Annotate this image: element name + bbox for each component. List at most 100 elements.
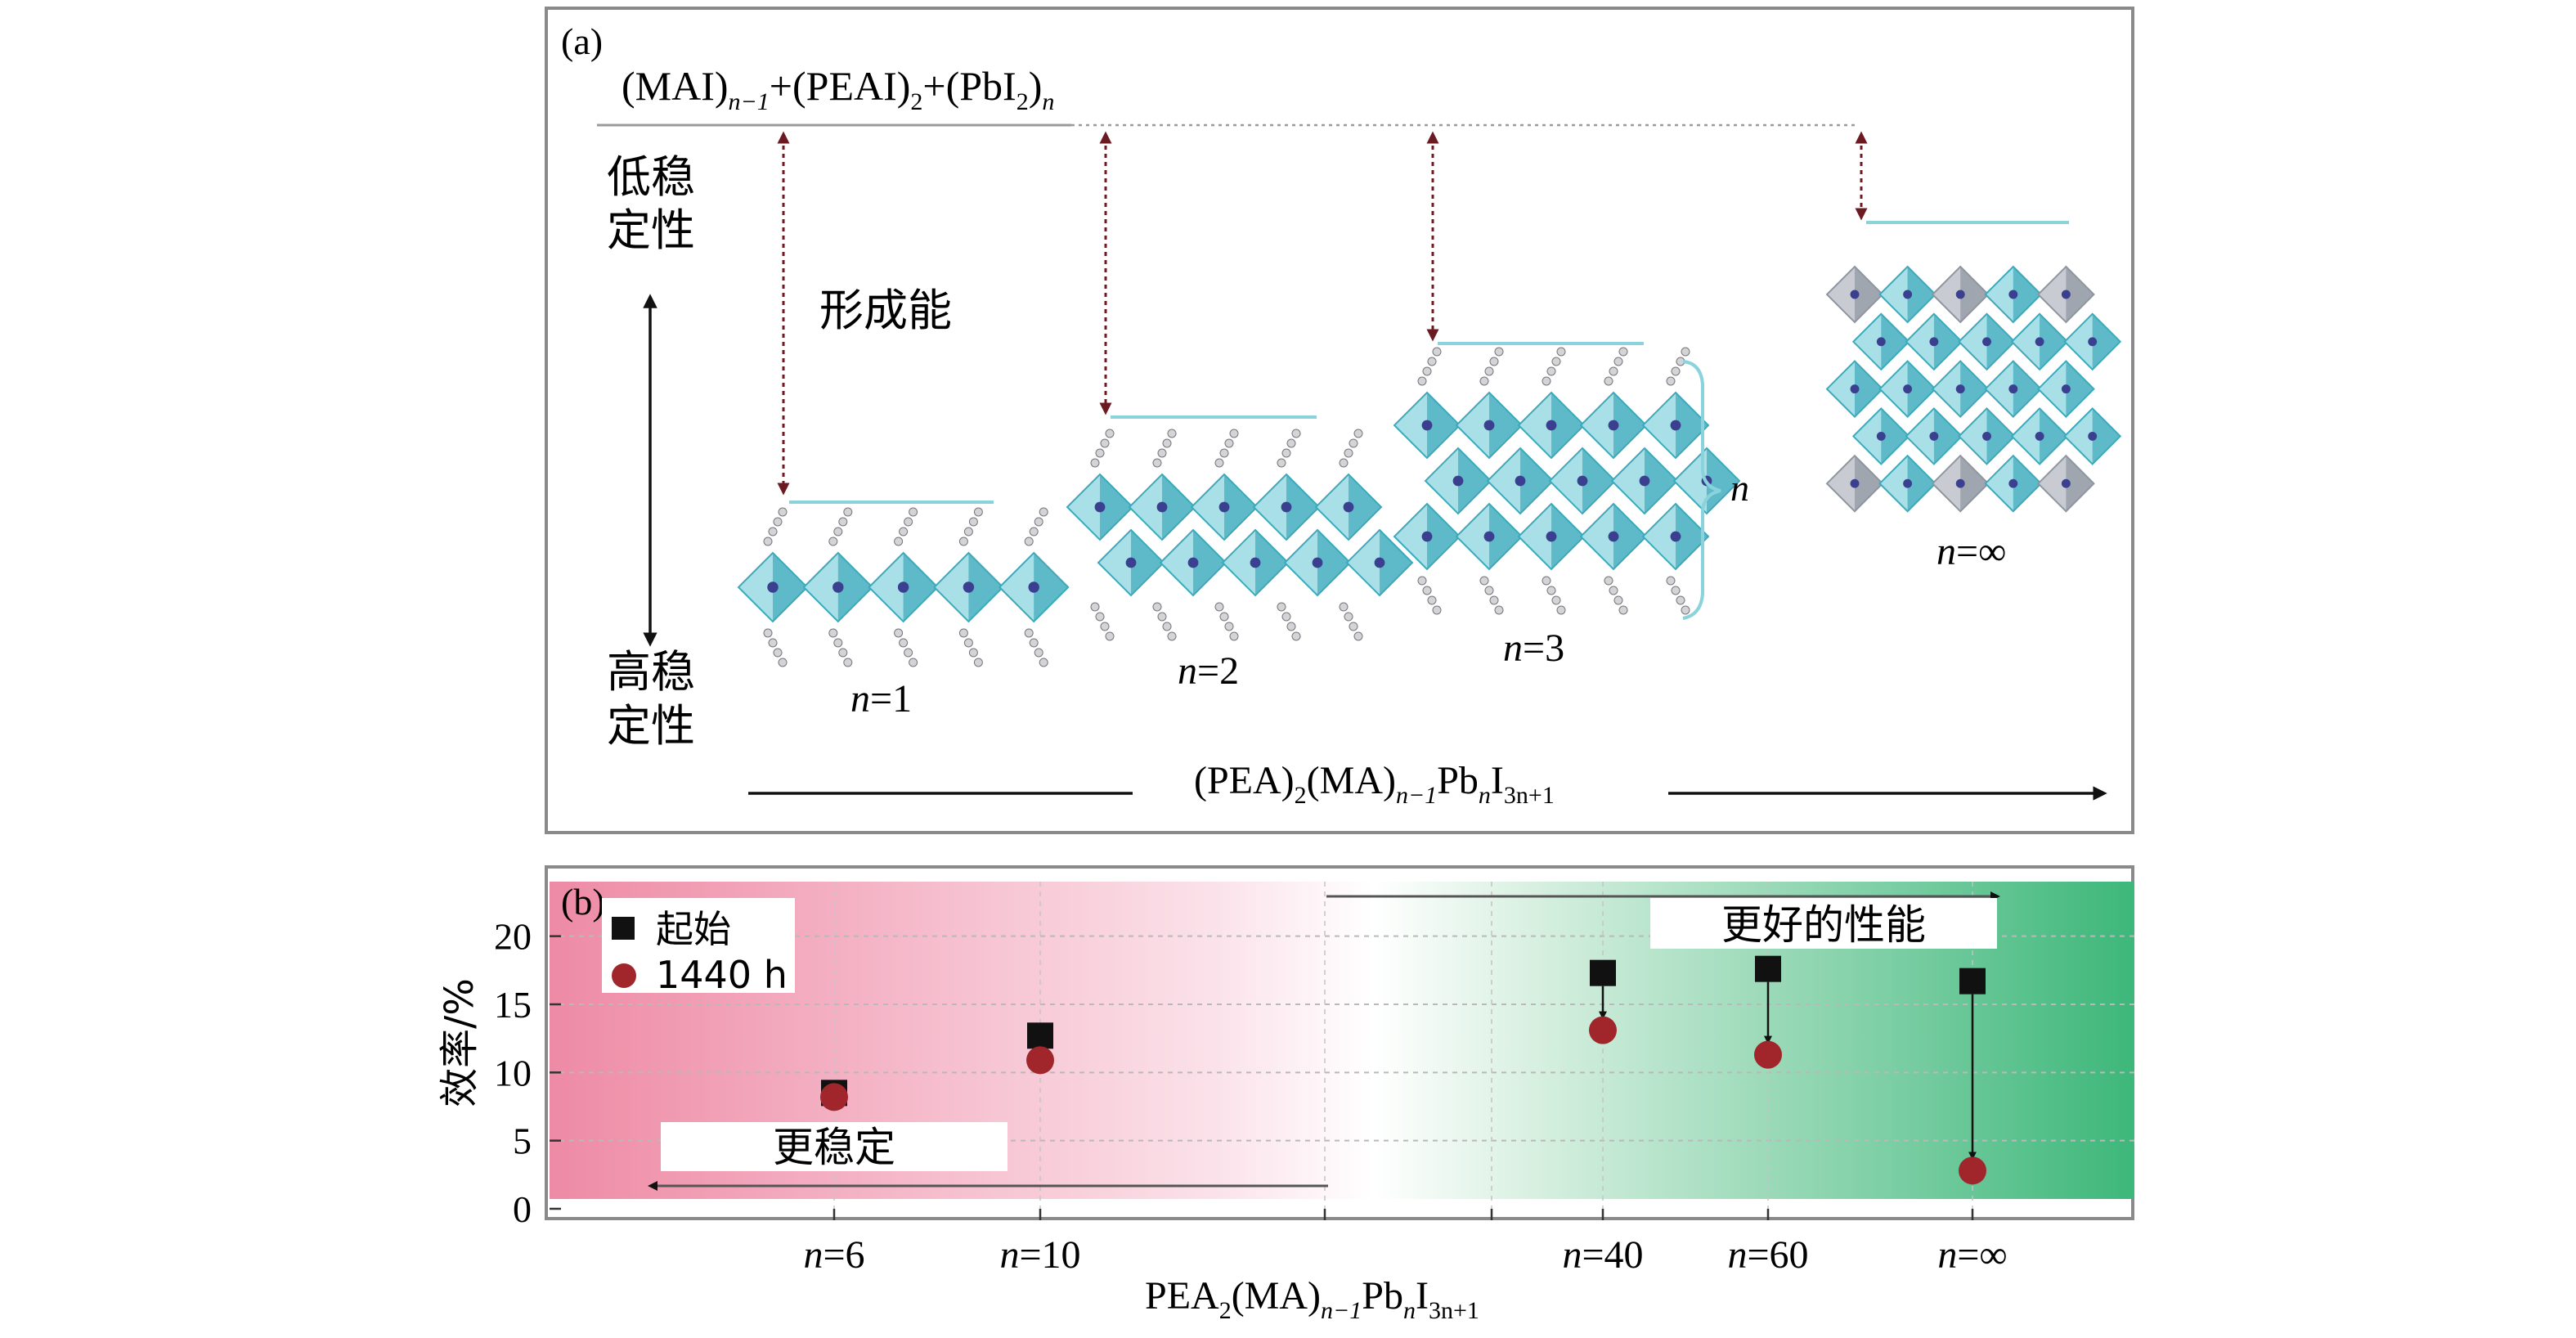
organic-spacer-atom (963, 527, 973, 537)
cation-dot (1639, 475, 1650, 487)
cation-dot (1670, 420, 1681, 431)
brace-label: n (1730, 467, 1749, 509)
organic-spacer-atom (828, 537, 838, 546)
organic-spacer-atom (1286, 622, 1296, 631)
organic-spacer-atom (1613, 595, 1623, 605)
organic-spacer-atom (1224, 438, 1234, 448)
octahedron-shade (1855, 456, 1883, 512)
organic-spacer-atom (973, 658, 983, 667)
organic-spacer-atom (1100, 622, 1110, 631)
cation-dot (832, 581, 844, 593)
y-tick-label: 5 (513, 1120, 532, 1162)
organic-spacer-atom (899, 638, 909, 648)
cation-dot (2061, 384, 2071, 394)
panel-a-label: (a) (561, 20, 603, 62)
cation-dot (1421, 531, 1433, 542)
reactant-formula: (MAI)n−1+(PEAI)2+(PbI2)n (622, 63, 1054, 115)
organic-spacer-atom (1432, 347, 1442, 357)
octahedron-shade (2092, 408, 2120, 465)
cation-dot (1218, 501, 1230, 513)
cation-dot (1483, 531, 1495, 542)
layer-brace (1682, 360, 1721, 620)
organic-spacer-atom (1671, 366, 1681, 376)
octahedron-shade (1881, 313, 1910, 370)
organic-spacer-atom (768, 527, 778, 537)
organic-spacer-atom (1229, 429, 1239, 438)
organic-spacer-atom (1039, 658, 1048, 667)
organic-spacer-atom (1349, 438, 1358, 448)
organic-spacer-atom (1029, 527, 1039, 537)
cation-dot (1670, 531, 1681, 542)
cation-dot (1125, 557, 1137, 568)
octahedron-shade (1489, 504, 1522, 569)
organic-spacer-atom (1029, 638, 1039, 648)
organic-spacer-atom (1291, 429, 1301, 438)
x-tick-label: n=10 (999, 1233, 1080, 1277)
organic-spacer-atom (1417, 576, 1427, 586)
organic-spacer-atom (1666, 576, 1676, 586)
crystal-structure-n2 (1066, 429, 1414, 641)
cation-dot (1955, 384, 1965, 394)
octahedron-shade (1855, 267, 1883, 322)
organic-spacer-atom (838, 648, 848, 658)
marker-1440h (1754, 1040, 1782, 1069)
organic-spacer-atom (894, 537, 904, 546)
organic-spacer-atom (1489, 595, 1499, 605)
marker-1440h (820, 1083, 848, 1111)
organic-spacer-atom (1157, 448, 1167, 458)
organic-spacer-atom (1353, 631, 1363, 641)
cation-dot (963, 581, 975, 593)
octahedron-shade (2092, 313, 2120, 370)
organic-spacer-atom (838, 517, 848, 527)
octahedron-shade (1131, 530, 1164, 595)
crystal-structure-ninf (1825, 265, 2122, 513)
cation-dot (1903, 384, 1913, 394)
organic-spacer-atom (778, 658, 788, 667)
organic-spacer-atom (1604, 376, 1613, 386)
marker-1440h (1959, 1156, 1986, 1185)
x-tick-label: n=60 (1727, 1233, 1808, 1277)
organic-spacer-atom (1542, 376, 1551, 386)
organic-spacer-atom (1034, 517, 1043, 527)
organic-spacer-atom (833, 638, 843, 648)
organic-spacer-atom (763, 537, 773, 546)
legend-label-initial: 起始 (656, 907, 731, 951)
octahedron-shade (1551, 393, 1584, 458)
octahedron-shade (1427, 393, 1460, 458)
organic-spacer-atom (1551, 357, 1561, 366)
octahedron-shade (2013, 267, 2041, 322)
organic-spacer-atom (1095, 612, 1105, 622)
organic-spacer-atom (1277, 458, 1286, 468)
better-performance-box (1650, 898, 1997, 949)
organic-spacer-atom (1214, 458, 1224, 468)
organic-spacer-atom (1344, 448, 1353, 458)
organic-spacer-atom (1291, 631, 1301, 641)
cation-dot (1343, 501, 1354, 513)
organic-spacer-atom (904, 648, 913, 658)
cation-dot (1929, 337, 1939, 347)
organic-spacer-atom (968, 648, 978, 658)
x-tick-label: n=40 (1562, 1233, 1643, 1277)
legend-label-1440h: 1440 h (656, 953, 788, 997)
organic-spacer-atom (909, 507, 918, 517)
marker-initial (1755, 955, 1781, 982)
organic-spacer-atom (958, 537, 968, 546)
organic-spacer-atom (1556, 347, 1566, 357)
organic-spacer-atom (1551, 595, 1561, 605)
chart-data-markers (820, 955, 1986, 1185)
organic-spacer-atom (773, 648, 783, 658)
octahedron-shade (1881, 408, 1910, 465)
octahedron-shade (1933, 313, 1962, 370)
organic-spacer-atom (1167, 429, 1177, 438)
octahedron-shade (1907, 456, 1936, 512)
x-tick-label: n=∞ (1937, 1233, 2007, 1277)
y-axis-label: 效率/% (437, 978, 482, 1107)
octahedron-shade (1317, 530, 1350, 595)
organic-spacer-atom (1034, 648, 1043, 658)
octahedron-shade (1286, 474, 1319, 540)
octahedron-shade (1427, 504, 1460, 569)
octahedron-shade (2066, 267, 2094, 322)
